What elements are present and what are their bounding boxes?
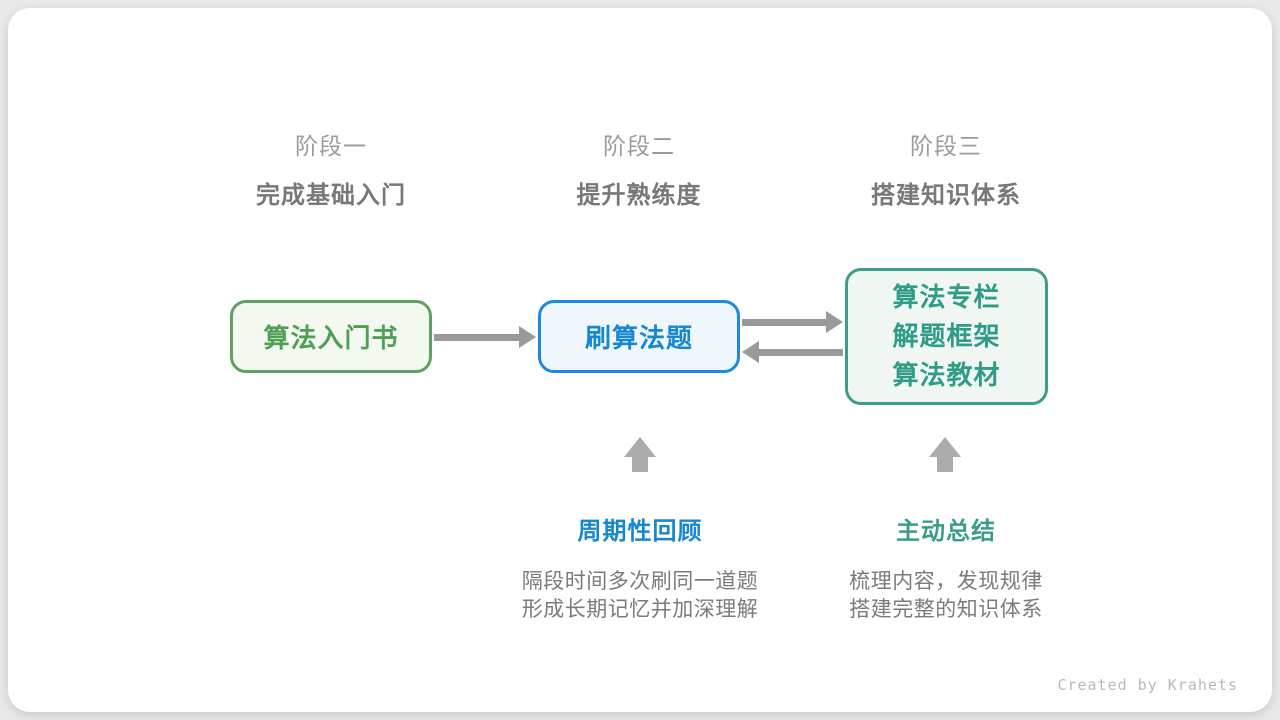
arrow-line (742, 318, 829, 326)
annotation-periodic-review: 周期性回顾 隔段时间多次刷同一道题 形成长期记忆并加深理解 (460, 511, 820, 624)
stage-1-subtitle: 完成基础入门 (256, 182, 406, 209)
flow-box-practice-problems: 刷算法题 (538, 300, 740, 373)
annotation-desc-line: 隔段时间多次刷同一道题 (521, 570, 759, 593)
arrow-right-icon (742, 311, 843, 333)
arrow-stem (937, 457, 953, 472)
arrow-stem (632, 457, 648, 472)
stage-2-subtitle: 提升熟练度 (576, 182, 702, 209)
annotation-active-summary-desc: 梳理内容，发现规律 搭建完整的知识体系 (766, 568, 1126, 624)
flow-box-knowledge-resources: 算法专栏 解题框架 算法教材 (845, 268, 1048, 405)
annotation-active-summary: 主动总结 梳理内容，发现规律 搭建完整的知识体系 (766, 511, 1126, 624)
flow-box-resource-line-3: 算法教材 (892, 360, 1001, 390)
arrow-left-icon (742, 341, 843, 363)
arrow-head (742, 341, 759, 363)
annotation-active-summary-title: 主动总结 (896, 518, 996, 545)
annotation-desc-line: 搭建完整的知识体系 (849, 598, 1043, 621)
stage-1-header: 阶段一 完成基础入门 (171, 127, 491, 210)
stage-3-label: 阶段三 (910, 133, 982, 159)
stage-1-label: 阶段一 (295, 133, 367, 159)
arrow-line (756, 348, 843, 356)
arrow-head (929, 437, 961, 457)
flow-box-intro-book: 算法入门书 (230, 300, 432, 373)
flow-box-resource-line-2: 解题框架 (892, 321, 1001, 351)
diagram-card: 阶段一 完成基础入门 阶段二 提升熟练度 阶段三 搭建知识体系 算法入门书 刷算… (8, 8, 1272, 712)
annotation-desc-line: 梳理内容，发现规律 (849, 570, 1043, 593)
arrow-right-icon (434, 326, 536, 348)
arrow-head (519, 326, 536, 348)
footer-credit: Created by Krahets (1057, 676, 1238, 694)
arrow-up-icon (929, 437, 961, 472)
stage-2-header: 阶段二 提升熟练度 (479, 127, 799, 210)
flow-box-intro-book-title: 算法入门书 (263, 323, 399, 353)
annotation-periodic-review-desc: 隔段时间多次刷同一道题 形成长期记忆并加深理解 (460, 568, 820, 624)
arrow-head (624, 437, 656, 457)
stage-3-subtitle: 搭建知识体系 (871, 182, 1021, 209)
arrow-up-icon (624, 437, 656, 472)
stage-3-header: 阶段三 搭建知识体系 (786, 127, 1106, 210)
annotation-desc-line: 形成长期记忆并加深理解 (521, 598, 759, 621)
flow-box-resource-line-1: 算法专栏 (892, 282, 1001, 312)
arrow-head (826, 311, 843, 333)
annotation-periodic-review-title: 周期性回顾 (577, 518, 703, 545)
stage-2-label: 阶段二 (603, 133, 675, 159)
arrow-line (434, 333, 522, 341)
flow-box-practice-problems-title: 刷算法题 (584, 323, 693, 353)
